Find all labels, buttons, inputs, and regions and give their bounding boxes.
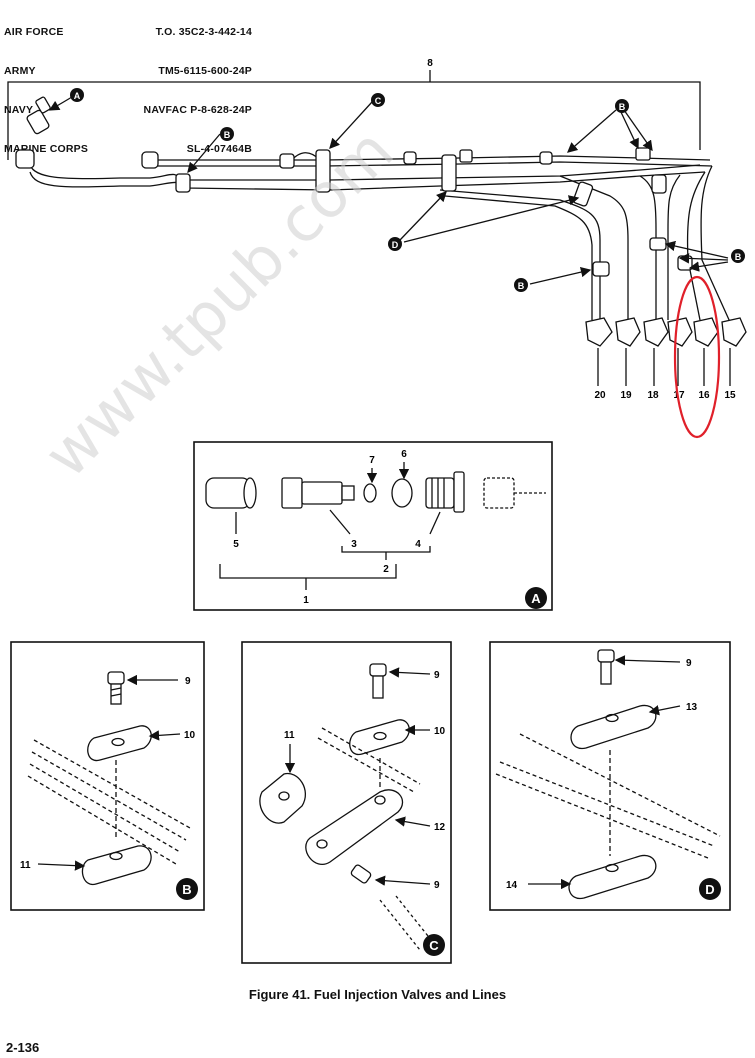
cylinder-18: 18 [647, 390, 659, 401]
cylinder-17: 17 [673, 390, 685, 401]
part-1: 1 [303, 595, 309, 606]
cylinder-16: 16 [698, 390, 710, 401]
callout-badge-d: D [388, 237, 402, 251]
svg-text:B: B [224, 130, 231, 140]
part-6: 6 [401, 449, 407, 460]
callout-badge-c: C [371, 93, 385, 107]
cylinder-20: 20 [594, 390, 606, 401]
highlight-ellipse [673, 275, 721, 439]
figure-caption: Figure 41. Fuel Injection Valves and Lin… [248, 987, 507, 1002]
part-4: 4 [415, 539, 421, 550]
panel-a-labels: 7 6 5 3 4 2 1 [233, 449, 421, 606]
cylinder-nozzles [585, 317, 747, 347]
svg-text:A: A [531, 591, 541, 606]
page-number: 2-136 [6, 1040, 40, 1055]
main-callout-badges: A C B B B B D 8 [70, 58, 745, 292]
branch-air-force: AIR FORCE [4, 26, 64, 38]
callout-badge-a: A [70, 88, 84, 102]
pub-number-af: T.O. 35C2-3-442-14 [155, 26, 252, 38]
part-10: 10 [434, 726, 446, 737]
pub-number-mc: SL-4-07464B [186, 143, 252, 155]
part-9-top: 9 [434, 670, 440, 681]
pub-number-navy: NAVFAC P-8-628-24P [143, 104, 252, 116]
svg-text:A: A [74, 91, 81, 101]
panel-d-badge: D [699, 878, 721, 900]
part-5: 5 [233, 539, 239, 550]
svg-text:C: C [375, 96, 382, 106]
part-3: 3 [351, 539, 357, 550]
svg-text:B: B [182, 882, 191, 897]
branch-navy: NAVY [4, 104, 34, 116]
panel-b [10, 641, 205, 911]
part-2: 2 [383, 564, 389, 575]
svg-text:D: D [392, 240, 399, 250]
panel-c [241, 641, 452, 964]
svg-text:D: D [705, 882, 714, 897]
svg-text:B: B [619, 102, 626, 112]
branch-army: ARMY [4, 65, 36, 77]
panel-c-labels: 9 11 10 12 9 [284, 670, 446, 891]
branch-marine-corps: MARINE CORPS [4, 143, 89, 155]
panel-d-labels: 9 13 14 [506, 658, 698, 891]
svg-text:B: B [735, 252, 742, 262]
cylinder-15: 15 [724, 390, 736, 401]
panel-a [193, 441, 553, 611]
part-13: 13 [686, 702, 698, 713]
publication-numbers: T.O. 35C2-3-442-14 TM5-6115-600-24P NAVF… [102, 0, 252, 169]
callout-badge-b-1: B [220, 127, 234, 141]
panel-d [489, 641, 731, 911]
panel-b-badge: B [176, 878, 198, 900]
part-11: 11 [284, 730, 295, 741]
panel-c-badge: C [423, 934, 445, 956]
cylinder-19: 19 [620, 390, 632, 401]
service-branches: AIR FORCE ARMY NAVY MARINE CORPS [4, 0, 88, 169]
pub-number-army: TM5-6115-600-24P [158, 65, 252, 77]
part-9: 9 [185, 676, 191, 687]
svg-text:C: C [429, 938, 439, 953]
part-12: 12 [434, 822, 446, 833]
panel-b-labels: 9 10 11 [20, 676, 196, 871]
part-11: 11 [20, 860, 31, 871]
assembly-number: 8 [427, 58, 433, 69]
part-9: 9 [686, 658, 692, 669]
part-7: 7 [369, 455, 375, 466]
callout-badge-b-4: B [731, 249, 745, 263]
cylinder-numbers: 20 19 18 17 16 15 [594, 390, 736, 401]
panel-a-badge: A [525, 587, 547, 609]
svg-text:B: B [518, 281, 525, 291]
part-10: 10 [184, 730, 196, 741]
part-14: 14 [506, 880, 518, 891]
callout-badge-b-2: B [615, 99, 629, 113]
part-9-bottom: 9 [434, 880, 440, 891]
fuel-line-assembly [7, 70, 747, 386]
callout-badge-b-3: B [514, 278, 528, 292]
